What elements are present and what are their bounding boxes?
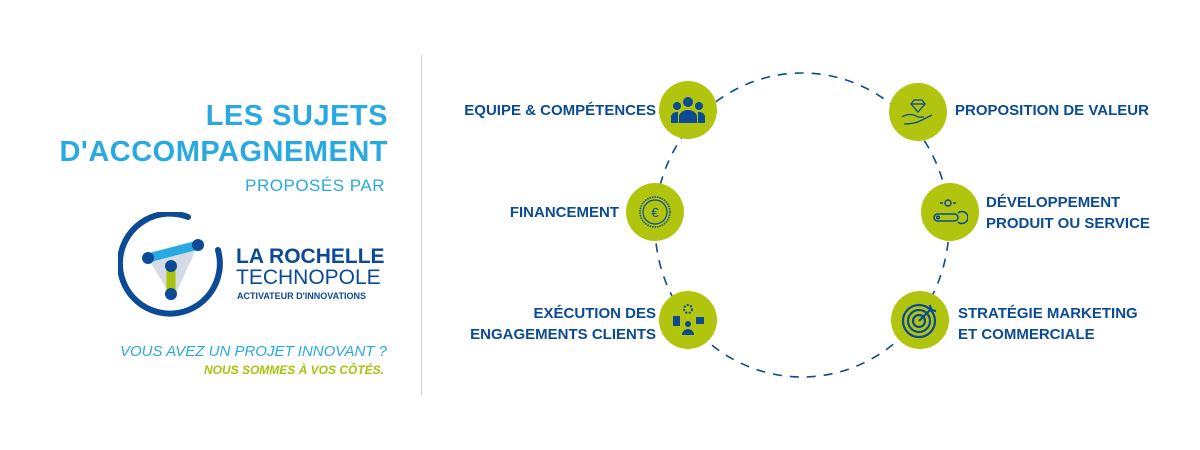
subtitle: PROPOSÉS PAR bbox=[245, 176, 385, 195]
client-network-icon bbox=[659, 291, 717, 349]
title-line-2: D'ACCOMPAGNEMENT bbox=[59, 136, 388, 168]
logo-name-2: TECHNOPOLE bbox=[236, 266, 381, 289]
diamond-hand-icon bbox=[889, 83, 947, 141]
euro-coin-icon: € bbox=[626, 183, 684, 241]
title-line-1: LES SUJETS bbox=[205, 100, 388, 132]
topic-label-proposition: PROPOSITION DE VALEUR bbox=[955, 102, 1149, 119]
wrench-bulb-icon bbox=[921, 183, 979, 241]
logo-mark-icon bbox=[118, 212, 223, 317]
divider bbox=[421, 55, 422, 395]
target-icon bbox=[891, 291, 949, 349]
topic-label-financement: FINANCEMENT bbox=[509, 204, 619, 221]
svg-text:€: € bbox=[651, 205, 659, 220]
logo-name-1: LA ROCHELLE bbox=[236, 245, 385, 268]
logo-tagline: ACTIVATEUR D'INNOVATIONS bbox=[237, 291, 366, 301]
topic-label-equipe: EQUIPE & COMPÉTENCES bbox=[464, 102, 656, 119]
question-text: VOUS AVEZ UN PROJET INNOVANT ? bbox=[120, 343, 387, 360]
answer-text: NOUS SOMMES À VOS CÔTÉS. bbox=[203, 363, 384, 377]
team-icon bbox=[659, 81, 717, 139]
